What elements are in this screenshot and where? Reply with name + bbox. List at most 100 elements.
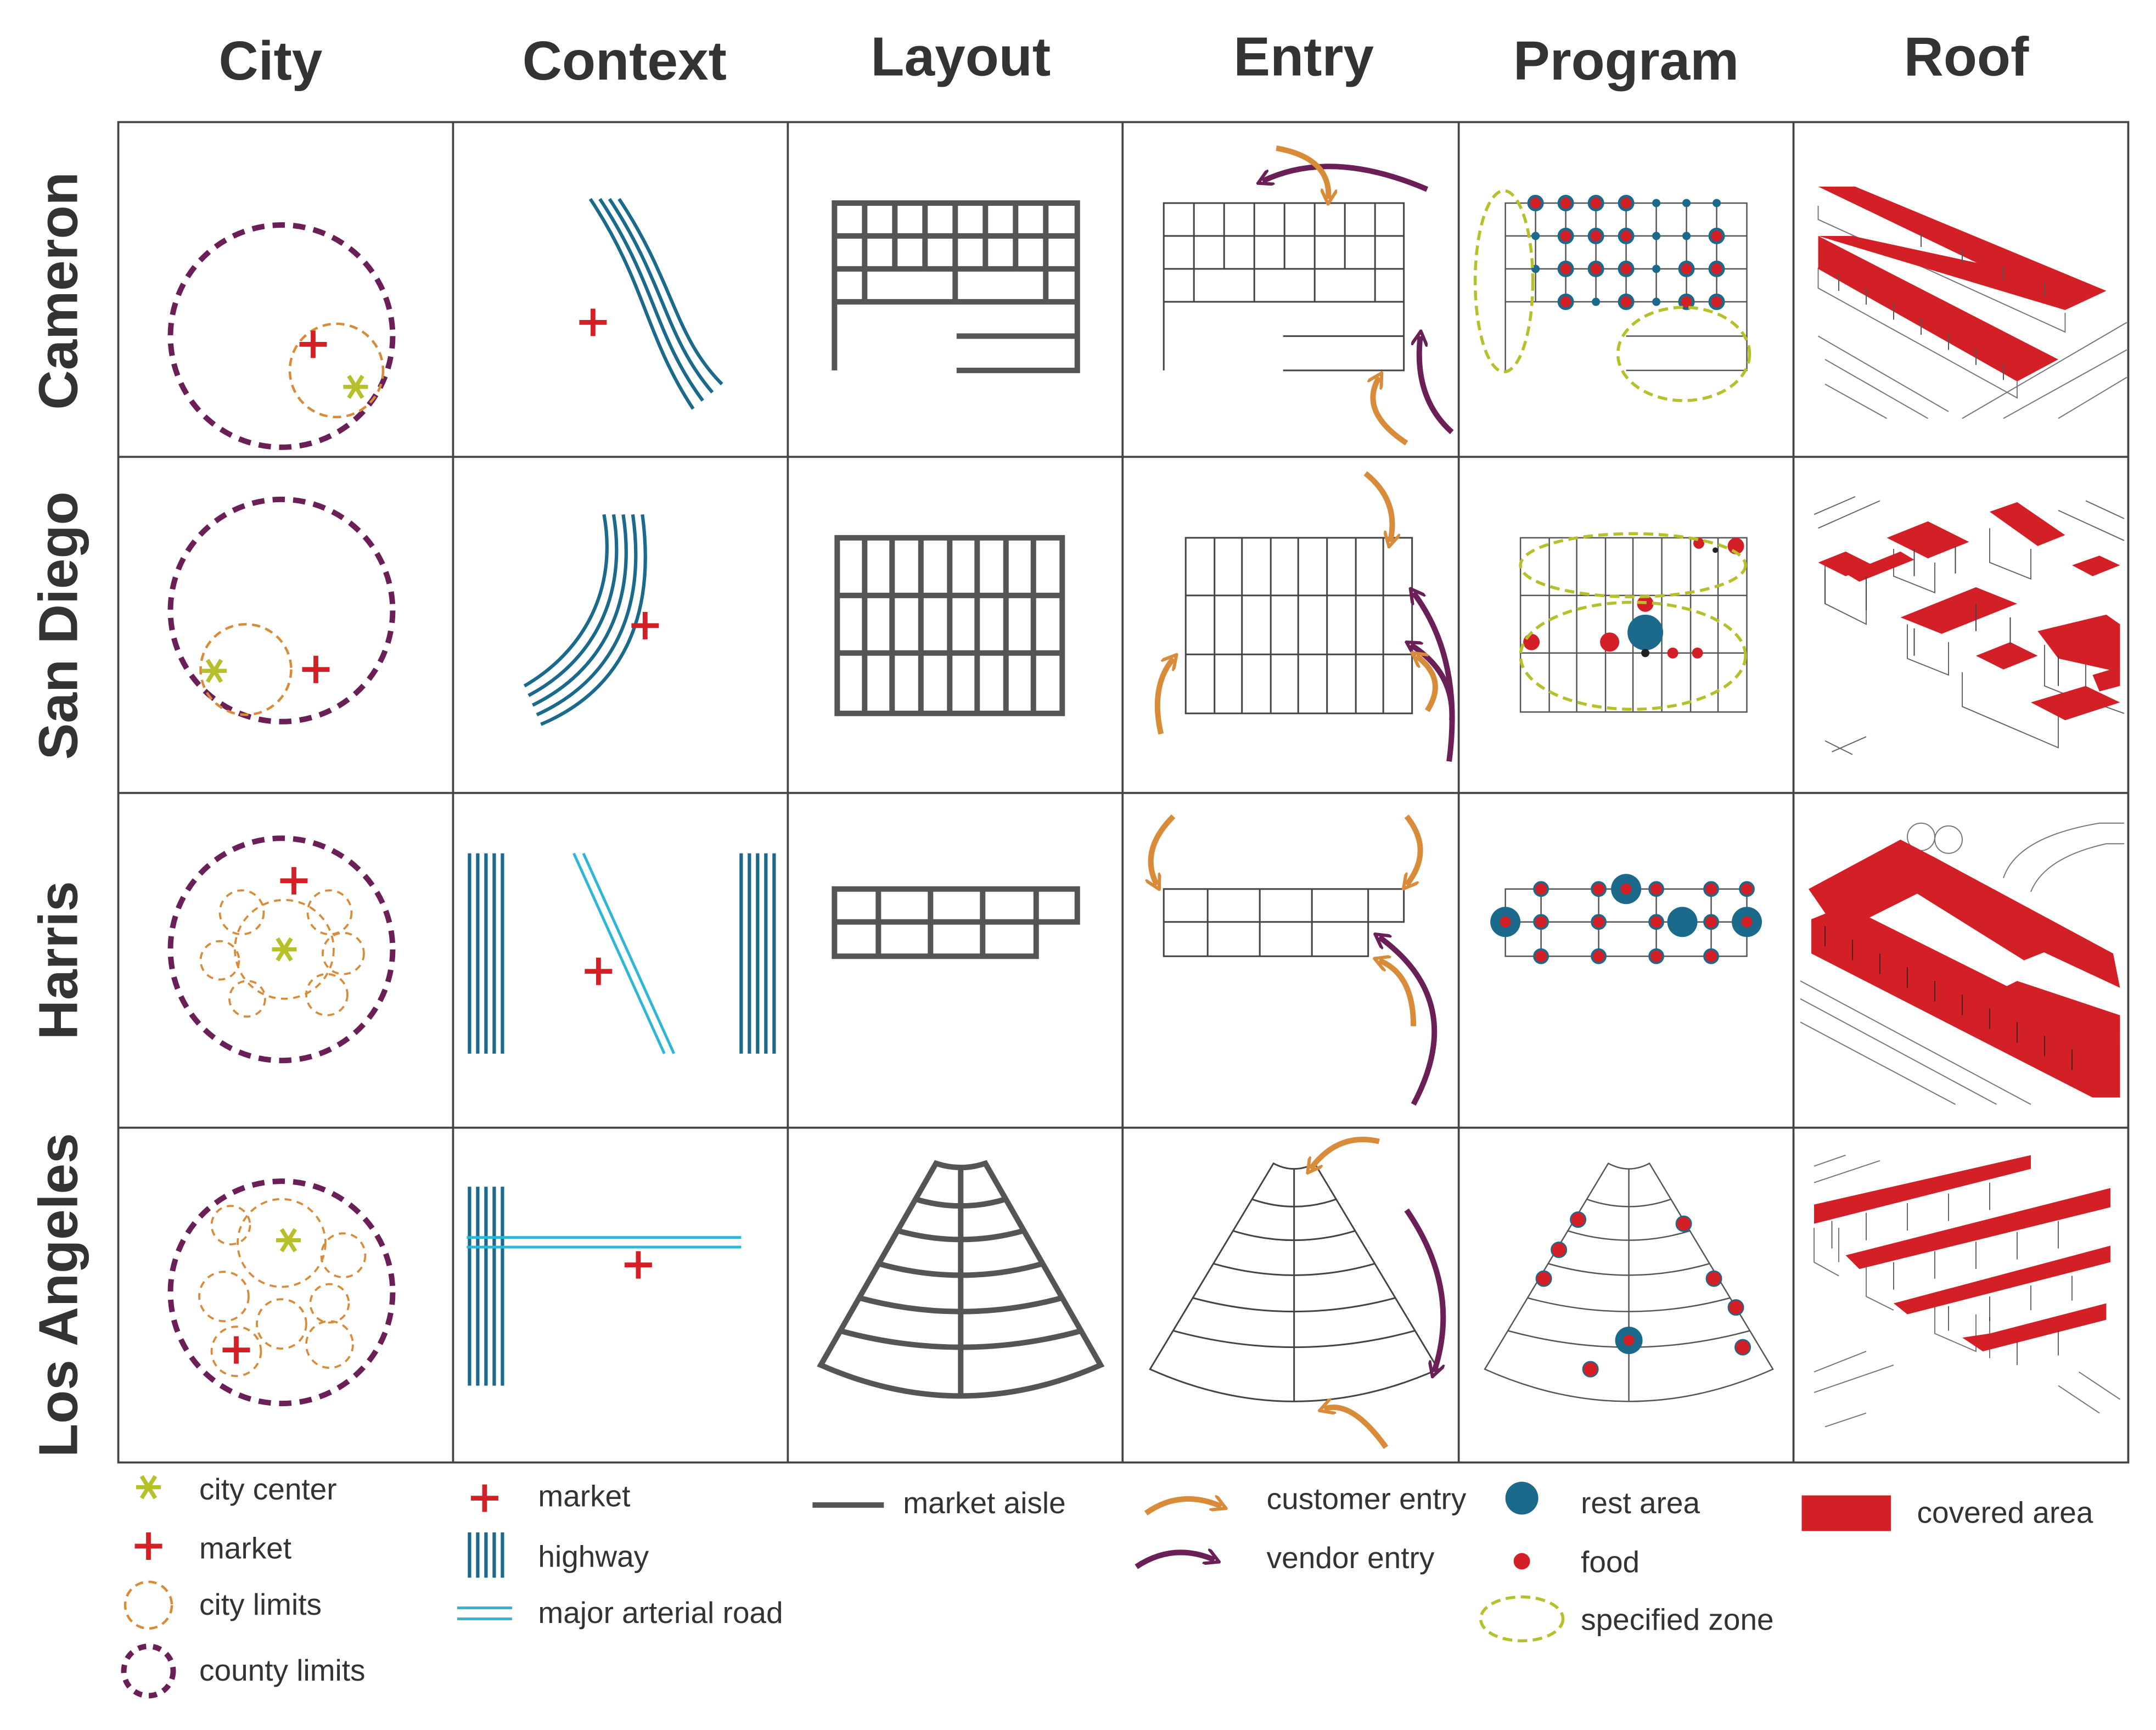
covered-area [1989,502,2065,546]
row-header-harris: Harris [28,881,89,1040]
legend-highway-icon [468,1532,504,1578]
legend-city-center-label: city center [199,1472,337,1506]
context-harris [468,852,776,1054]
row-headers: Cameron San Diego Harris Los Angeles [28,172,89,1457]
customer-entry-arrow [1407,815,1423,885]
customer-entry-arrow [1154,659,1174,735]
layout-san-diego [834,535,1065,716]
legend-rest-area-label: rest area [1581,1486,1700,1520]
vendor-entry-arrow [1404,1208,1446,1372]
legend-city-limits-icon [123,1580,173,1630]
program-san-diego [1519,532,1748,713]
county-limits [167,1178,396,1407]
covered-area [2037,614,2120,672]
layout-cameron [832,200,1080,373]
legend-market-icon [135,1532,162,1560]
legend-county-limits-icon [121,1643,176,1699]
city-limits [234,898,335,1000]
entry-los-angeles [1149,1137,1446,1449]
city-center-marker [202,660,227,682]
vendor-entry-arrow [1262,164,1429,192]
legend-aisle-label: market aisle [903,1486,1065,1520]
legend-specified-zone-label: specified zone [1581,1603,1774,1637]
covered-area [1818,235,2107,310]
covered-area [1886,521,1969,559]
roof-cameron [1817,186,2127,419]
entry-harris [1151,814,1438,1106]
covered-area [2071,555,2120,576]
specified-zone [1519,532,1747,599]
covered-area [1814,1155,2031,1224]
vendor-entry-arrow [1419,336,1454,435]
layout-los-angeles [817,1160,1105,1399]
col-header-layout: Layout [871,26,1051,87]
legend-food-icon [1513,1553,1530,1570]
vendor-entry-arrow [1413,593,1455,762]
legend-arterial-icon [457,1607,512,1621]
entry-cameron [1163,145,1454,446]
covered-area [1845,1188,2110,1270]
covered-area [1914,878,2058,961]
customer-entry-arrow [1416,656,1438,712]
legend-highway-label: highway [538,1540,649,1574]
covered-area [2030,686,2120,721]
col-header-roof: Roof [1904,26,2029,87]
covered-area [1845,551,1914,582]
covered-area [1962,1303,2107,1352]
col-header-entry: Entry [1233,26,1374,87]
legend-county-limits-label: county limits [199,1653,366,1687]
legend-city-center-icon [136,1476,161,1498]
column-headers: City Context Layout Entry Program Roof [219,26,2029,91]
legend-context-market-icon [471,1485,498,1512]
context-los-angeles [467,1187,742,1386]
city-center-marker [276,1229,301,1251]
city-harris [167,835,396,1064]
market-marker [280,867,307,895]
city-limits [199,623,293,716]
col-header-city: City [219,30,323,92]
specified-zone [1473,189,1535,374]
context-san-diego [523,514,659,726]
legend: city center market city limits county li… [121,1472,2093,1699]
legend-customer-entry-label: customer entry [1267,1482,1467,1516]
legend-vendor-entry-icon [1135,1552,1214,1569]
legend-market-label: market [199,1531,291,1565]
program-los-angeles [1484,1162,1774,1402]
customer-entry-arrow [1151,814,1176,885]
specified-zone [1616,306,1751,402]
city-san-diego [167,496,396,724]
covered-area [1894,1245,2110,1315]
city-limits [288,322,385,419]
roof-harris [1800,822,2124,1105]
covered-area [1975,642,2038,670]
legend-city-limits-label: city limits [199,1587,322,1621]
grid [117,121,2130,1464]
legend-rest-area-icon [1505,1481,1539,1515]
context-cameron [579,198,723,410]
customer-entry-arrow [1379,961,1417,1026]
legend-specified-zone-icon [1479,1595,1565,1643]
legend-customer-entry-icon [1144,1499,1221,1516]
vendor-entry-arrow [1379,937,1438,1106]
market-marker [222,1336,250,1364]
legend-covered-area-icon [1801,1495,1891,1531]
market-marker [631,612,659,639]
market-marker [579,308,607,336]
row-header-san-diego: San Diego [28,491,89,760]
entry-san-diego [1154,471,1455,762]
city-center-marker [272,939,296,961]
rest-area-marker [1490,874,1762,937]
legend-arterial-label: major arterial road [538,1596,783,1630]
customer-entry-arrow [1363,471,1393,542]
roof-los-angeles [1813,1154,2121,1428]
row-header-los-angeles: Los Angeles [28,1133,89,1457]
county-limits [167,222,396,450]
market-marker [302,656,329,683]
city-limits [237,1198,327,1288]
rest-area-marker [1627,614,1664,650]
city-los-angeles [167,1178,396,1407]
covered-area [1975,981,2120,1043]
program-cameron [1473,189,1751,402]
layout-harris [832,886,1080,959]
